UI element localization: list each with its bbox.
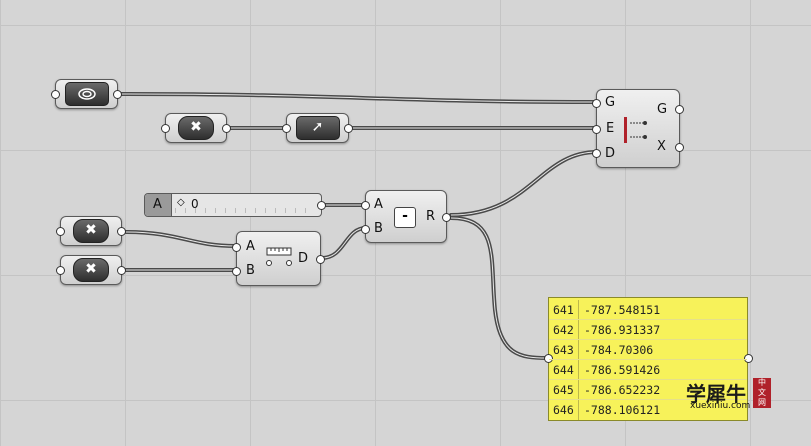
- number-slider[interactable]: A ◇ 0: [144, 193, 326, 217]
- wire-distance-to-subtract-b: [320, 226, 368, 260]
- panel-row-divider: [549, 359, 747, 360]
- distance-output-d: D: [298, 251, 309, 266]
- input-port[interactable]: [56, 227, 65, 236]
- input-port-b[interactable]: [232, 267, 241, 276]
- panel-row-index: 643: [553, 343, 574, 357]
- panel-row: 642 -786.931337: [549, 320, 747, 340]
- dispatch-component[interactable]: G E D G X: [592, 89, 684, 168]
- panel-row-index: 646: [553, 403, 574, 417]
- panel-row-value: -784.70306: [584, 343, 654, 357]
- output-port[interactable]: [113, 90, 122, 99]
- cross-component-3[interactable]: ✖: [56, 255, 126, 285]
- wire-cross2-to-distance-a: [124, 230, 238, 248]
- panel-row-divider: [549, 319, 747, 320]
- output-port[interactable]: [744, 354, 753, 363]
- geometry-param-component[interactable]: [51, 79, 122, 109]
- panel-row-value: -786.931337: [584, 323, 661, 337]
- input-port[interactable]: [282, 124, 291, 133]
- slider-track[interactable]: ◇ 0: [175, 197, 315, 213]
- input-port[interactable]: [51, 90, 60, 99]
- panel-row-value: -786.652232: [584, 383, 661, 397]
- minus-icon: -: [394, 207, 416, 228]
- cross-icon: ✖: [73, 219, 109, 243]
- watermark-badge: 中 文 网: [753, 378, 771, 408]
- dispatch-input-e: E: [606, 121, 615, 136]
- subtract-input-a: A: [374, 197, 383, 212]
- output-port[interactable]: [317, 201, 326, 210]
- vector-arrow-icon: ➚: [295, 116, 340, 140]
- watermark-site: xuexiniu.com: [690, 401, 751, 411]
- input-port-a[interactable]: [361, 201, 370, 210]
- panel-row-value: -788.106121: [584, 403, 661, 417]
- panel-row: 644 -786.591426: [549, 360, 747, 380]
- panel-row: 646 -788.106121: [549, 400, 747, 420]
- subtract-input-b: B: [374, 221, 383, 236]
- badge-char-2: 文: [758, 388, 766, 397]
- panel-row: 643 -784.70306: [549, 340, 747, 360]
- panel-row-index: 645: [553, 383, 574, 397]
- watermark-title: 学犀牛: [686, 382, 746, 406]
- panel-row-value: -787.548151: [584, 303, 661, 317]
- input-port-a[interactable]: [232, 243, 241, 252]
- dispatch-input-d: D: [605, 146, 616, 161]
- output-port-g[interactable]: [675, 105, 684, 114]
- distance-icon: [266, 247, 292, 266]
- panel-row: 645 -786.652232: [549, 380, 747, 400]
- panel-row: 641 -787.548151: [549, 300, 747, 320]
- panel-row-index: 644: [553, 363, 574, 377]
- panel-row-separator: [578, 320, 579, 340]
- output-port[interactable]: [117, 266, 126, 275]
- input-port-b[interactable]: [361, 225, 370, 234]
- dispatch-output-g: G: [657, 102, 668, 117]
- subtract-component[interactable]: A B R -: [361, 190, 451, 243]
- panel-row-separator: [578, 300, 579, 320]
- output-port-x[interactable]: [675, 143, 684, 152]
- slider-label: A: [153, 197, 162, 212]
- slider-label-box: A: [145, 194, 172, 216]
- badge-char-3: 网: [758, 398, 766, 407]
- panel-row-index: 642: [553, 323, 574, 337]
- cross-component-1[interactable]: ✖: [161, 113, 231, 143]
- wire-subtract-to-panel: [449, 216, 549, 360]
- panel-row-value: -786.591426: [584, 363, 661, 377]
- subtract-output-r: R: [426, 209, 436, 224]
- cross-component-2[interactable]: ✖: [56, 216, 126, 246]
- distance-input-b: B: [246, 263, 255, 278]
- dispatch-icon: [624, 117, 647, 143]
- input-port[interactable]: [544, 354, 553, 363]
- output-port[interactable]: [222, 124, 231, 133]
- input-port-e[interactable]: [592, 125, 601, 134]
- distance-component[interactable]: A B D: [232, 231, 325, 286]
- slider-grip-icon[interactable]: ◇: [177, 197, 185, 208]
- input-port-d[interactable]: [592, 149, 601, 158]
- panel-row-divider: [549, 339, 747, 340]
- wire-subtract-to-dispatch-d: [449, 150, 599, 217]
- distance-input-a: A: [246, 239, 255, 254]
- output-port[interactable]: [344, 124, 353, 133]
- input-port-g[interactable]: [592, 99, 601, 108]
- dispatch-output-x: X: [657, 139, 666, 154]
- input-port[interactable]: [161, 124, 170, 133]
- vector-param-component[interactable]: ➚: [282, 113, 353, 143]
- panel-row-separator: [578, 340, 579, 360]
- panel-row-separator: [578, 360, 579, 380]
- output-port[interactable]: [117, 227, 126, 236]
- panel-row-separator: [578, 380, 579, 400]
- dispatch-input-g: G: [605, 95, 616, 110]
- geometry-param-icon: [64, 82, 109, 106]
- panel-row-divider: [549, 379, 747, 380]
- input-port[interactable]: [56, 266, 65, 275]
- cross-icon: ✖: [73, 258, 109, 282]
- badge-char-1: 中: [758, 378, 766, 387]
- panel-row-separator: [578, 400, 579, 420]
- panel-row-divider: [549, 399, 747, 400]
- slider-value: 0: [191, 197, 199, 211]
- cross-icon: ✖: [178, 116, 214, 140]
- output-port-d[interactable]: [316, 255, 325, 264]
- output-port-r[interactable]: [442, 213, 451, 222]
- panel-row-index: 641: [553, 303, 574, 317]
